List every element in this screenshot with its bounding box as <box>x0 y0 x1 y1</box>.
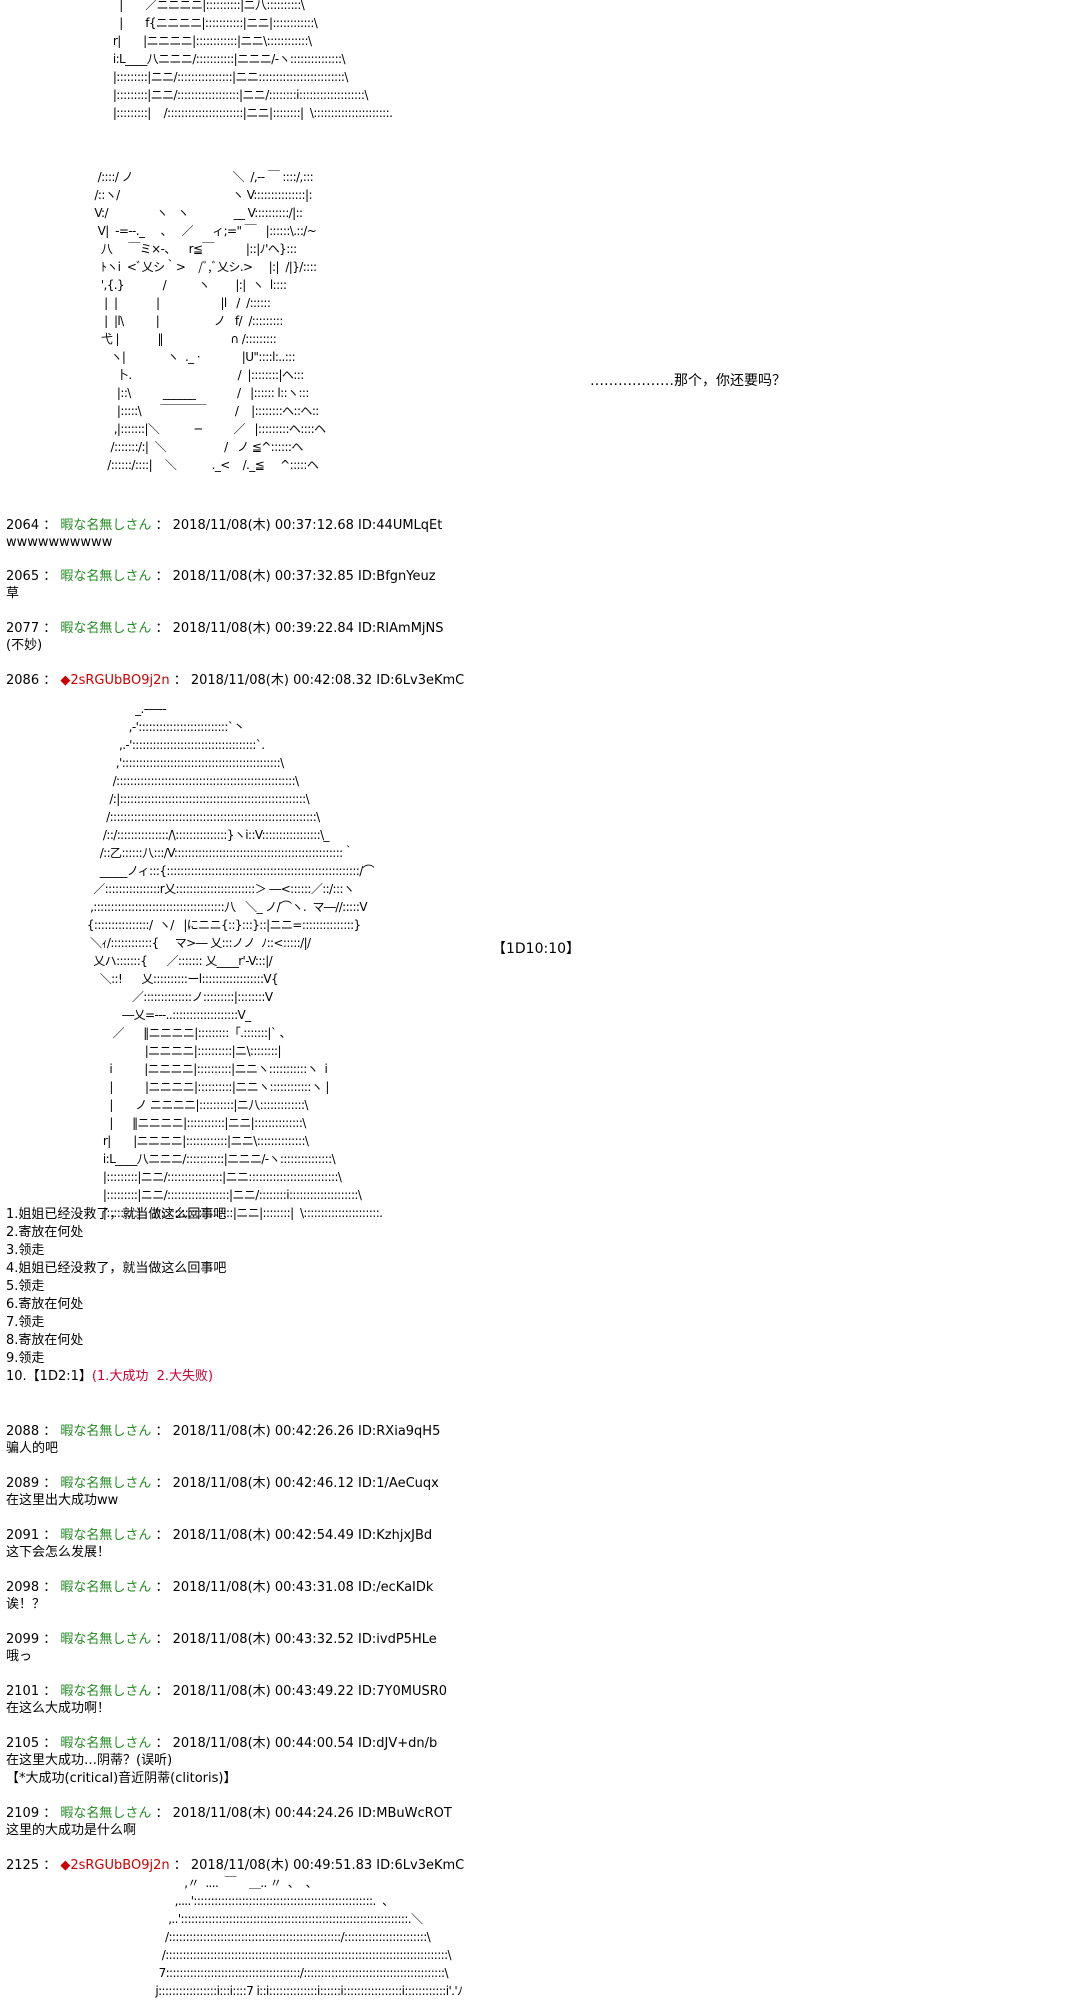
choice-item: 9.领走 <box>6 1351 45 1366</box>
post-datetime: 2018/11/08(木) 00:39:22.84 <box>172 621 354 636</box>
poster-name: 暇な名無しさん <box>60 518 152 533</box>
post-body: 草 <box>6 586 20 601</box>
post-body: wwwwwwwwww <box>6 535 113 550</box>
choice-item: 3.领走 <box>6 1243 45 1258</box>
post-id[interactable]: ID:BfgnYeuz <box>358 569 436 584</box>
post-header: 2098 ： 暇な名無しさん ： 2018/11/08(木) 00:43:31.… <box>6 1580 434 1595</box>
post-datetime: 2018/11/08(木) 00:37:12.68 <box>172 518 354 533</box>
post-header: 2109 ： 暇な名無しさん ： 2018/11/08(木) 00:44:24.… <box>6 1806 452 1821</box>
post-number[interactable]: 2109 <box>6 1806 40 1821</box>
poster-name: 暇な名無しさん <box>60 1424 152 1439</box>
post-body-note: 【*大成功(critical)音近阴蒂(clitoris)】 <box>6 1771 237 1786</box>
ascii-art-bottom: ,〃 .... ￣ ＿.. 〃 、 、 ,....'::::::::::::::… <box>155 1876 463 1998</box>
post-number[interactable]: 2098 <box>6 1580 40 1595</box>
poster-name: 暇な名無しさん <box>60 1632 152 1647</box>
post-header: 2088 ： 暇な名無しさん ： 2018/11/08(木) 00:42:26.… <box>6 1424 441 1439</box>
post-id[interactable]: ID:RIAmMjNS <box>358 621 444 636</box>
poster-tripcode: ◆2sRGUbBO9j2n <box>60 673 170 688</box>
post-body: 在这里大成功…阴蒂？(误听) <box>6 1753 173 1768</box>
post-id[interactable]: ID:7Y0MUSR0 <box>358 1684 448 1699</box>
poster-name: 暇な名無しさん <box>60 1806 152 1821</box>
post-id[interactable]: ID:6Lv3eKmC <box>376 673 465 688</box>
post-id[interactable]: ID:/ecKaIDk <box>358 1580 434 1595</box>
post-header: 2099 ： 暇な名無しさん ： 2018/11/08(木) 00:43:32.… <box>6 1632 437 1647</box>
ascii-art-body-top: | ／ニニニニ|::::::::::|ニ八::::::::::\ | f{ニニニ… <box>112 0 393 120</box>
dialogue-text: ………………那个，你还要吗？ <box>590 373 786 389</box>
post-header: 2077 ： 暇な名無しさん ： 2018/11/08(木) 00:39:22.… <box>6 621 444 636</box>
post-id[interactable]: ID:KzhjxJBd <box>358 1528 433 1543</box>
post-id[interactable]: ID:MBuWcROT <box>358 1806 452 1821</box>
post-datetime: 2018/11/08(木) 00:44:24.26 <box>172 1806 354 1821</box>
choice-list: 1.姐姐已经没救了，就当做这么回事吧 2.寄放在何处 3.领走 4.姐姐已经没救… <box>6 1206 226 1386</box>
post-datetime: 2018/11/08(木) 00:42:26.26 <box>172 1424 354 1439</box>
post-header: 2125 ： ◆2sRGUbBO9j2n ： 2018/11/08(木) 00:… <box>6 1858 465 1873</box>
post-number[interactable]: 2065 <box>6 569 40 584</box>
poster-name: 暇な名無しさん <box>60 1684 152 1699</box>
post-body: 这里的大成功是什么啊 <box>6 1823 137 1838</box>
post-body: (不妙) <box>6 638 43 653</box>
post-id[interactable]: ID:44UMLqEt <box>358 518 443 533</box>
post-number[interactable]: 2086 <box>6 673 40 688</box>
poster-name: 暇な名無しさん <box>60 1476 152 1491</box>
post-header: 2101 ： 暇な名無しさん ： 2018/11/08(木) 00:43:49.… <box>6 1684 448 1699</box>
choice-roll-result: (1.大成功 2.大失败) <box>91 1369 214 1384</box>
choice-roll-prefix: 10.【1D2:1】 <box>6 1369 92 1384</box>
poster-name: 暇な名無しさん <box>60 1580 152 1595</box>
post-number[interactable]: 2064 <box>6 518 40 533</box>
post-header: 2091 ： 暇な名無しさん ： 2018/11/08(木) 00:42:54.… <box>6 1528 433 1543</box>
post-number[interactable]: 2105 <box>6 1736 40 1751</box>
post-datetime: 2018/11/08(木) 00:42:54.49 <box>172 1528 354 1543</box>
post-header: 2089 ： 暇な名無しさん ： 2018/11/08(木) 00:42:46.… <box>6 1476 439 1491</box>
poster-tripcode: ◆2sRGUbBO9j2n <box>60 1858 170 1873</box>
post-datetime: 2018/11/08(木) 00:49:51.83 <box>190 1858 373 1873</box>
post-body: 诶！？ <box>6 1597 46 1612</box>
poster-name: 暇な名無しさん <box>60 1528 152 1543</box>
choice-item: 4.姐姐已经没救了，就当做这么回事吧 <box>6 1261 227 1276</box>
post-number[interactable]: 2101 <box>6 1684 40 1699</box>
post-id[interactable]: ID:ivdP5HLe <box>358 1632 437 1647</box>
choice-item: 6.寄放在何处 <box>6 1297 84 1312</box>
ascii-art-face: /::::/ ノ ＼ /,-- ￣ ::::/,::: /::ヽ/ ヽ V:::… <box>94 170 326 472</box>
post-number[interactable]: 2099 <box>6 1632 40 1647</box>
choice-item: 5.领走 <box>6 1279 45 1294</box>
post-header: 2065 ： 暇な名無しさん ： 2018/11/08(木) 00:37:32.… <box>6 569 436 584</box>
post-id[interactable]: ID:6Lv3eKmC <box>376 1858 465 1873</box>
choice-item: 2.寄放在何处 <box>6 1225 84 1240</box>
post-number[interactable]: 2088 <box>6 1424 40 1439</box>
dice-roll-text: 【1D10:10】 <box>492 941 581 957</box>
poster-name: 暇な名無しさん <box>60 1736 152 1751</box>
post-id[interactable]: ID:dJV+dn/b <box>358 1736 438 1751</box>
post-body: 在这里出大成功ww <box>6 1493 119 1508</box>
poster-name: 暇な名無しさん <box>60 569 152 584</box>
ascii-art-hooded-figure: _.-―‐- ,-'::::::::::::::::::::::::::`丶 ,… <box>86 702 383 1220</box>
post-body: 在这么大成功啊！ <box>6 1701 111 1716</box>
post-datetime: 2018/11/08(木) 00:42:08.32 <box>190 673 373 688</box>
choice-item: 1.姐姐已经没救了，就当做这么回事吧 <box>6 1207 227 1222</box>
poster-name: 暇な名無しさん <box>60 621 152 636</box>
post-id[interactable]: ID:1/AeCuqx <box>358 1476 439 1491</box>
post-datetime: 2018/11/08(木) 00:42:46.12 <box>172 1476 354 1491</box>
post-body: 这下会怎么发展！ <box>6 1545 111 1560</box>
choice-item: 8.寄放在何处 <box>6 1333 84 1348</box>
choice-item-roll: 10.【1D2:1】(1.大成功 2.大失败) <box>6 1368 226 1386</box>
post-number[interactable]: 2125 <box>6 1858 40 1873</box>
post-datetime: 2018/11/08(木) 00:43:31.08 <box>172 1580 354 1595</box>
post-header: 2105 ： 暇な名無しさん ： 2018/11/08(木) 00:44:00.… <box>6 1736 438 1751</box>
post-datetime: 2018/11/08(木) 00:37:32.85 <box>172 569 354 584</box>
choice-item: 7.领走 <box>6 1315 45 1330</box>
post-header: 2064 ： 暇な名無しさん ： 2018/11/08(木) 00:37:12.… <box>6 518 443 533</box>
post-number[interactable]: 2077 <box>6 621 40 636</box>
post-number[interactable]: 2091 <box>6 1528 40 1543</box>
post-datetime: 2018/11/08(木) 00:43:32.52 <box>172 1632 354 1647</box>
post-body: 哦っ <box>6 1649 33 1664</box>
post-id[interactable]: ID:RXia9qH5 <box>358 1424 441 1439</box>
post-header: 2086 ： ◆2sRGUbBO9j2n ： 2018/11/08(木) 00:… <box>6 673 465 688</box>
post-body: 骗人的吧 <box>6 1441 59 1456</box>
post-datetime: 2018/11/08(木) 00:44:00.54 <box>172 1736 354 1751</box>
post-datetime: 2018/11/08(木) 00:43:49.22 <box>172 1684 354 1699</box>
post-number[interactable]: 2089 <box>6 1476 40 1491</box>
